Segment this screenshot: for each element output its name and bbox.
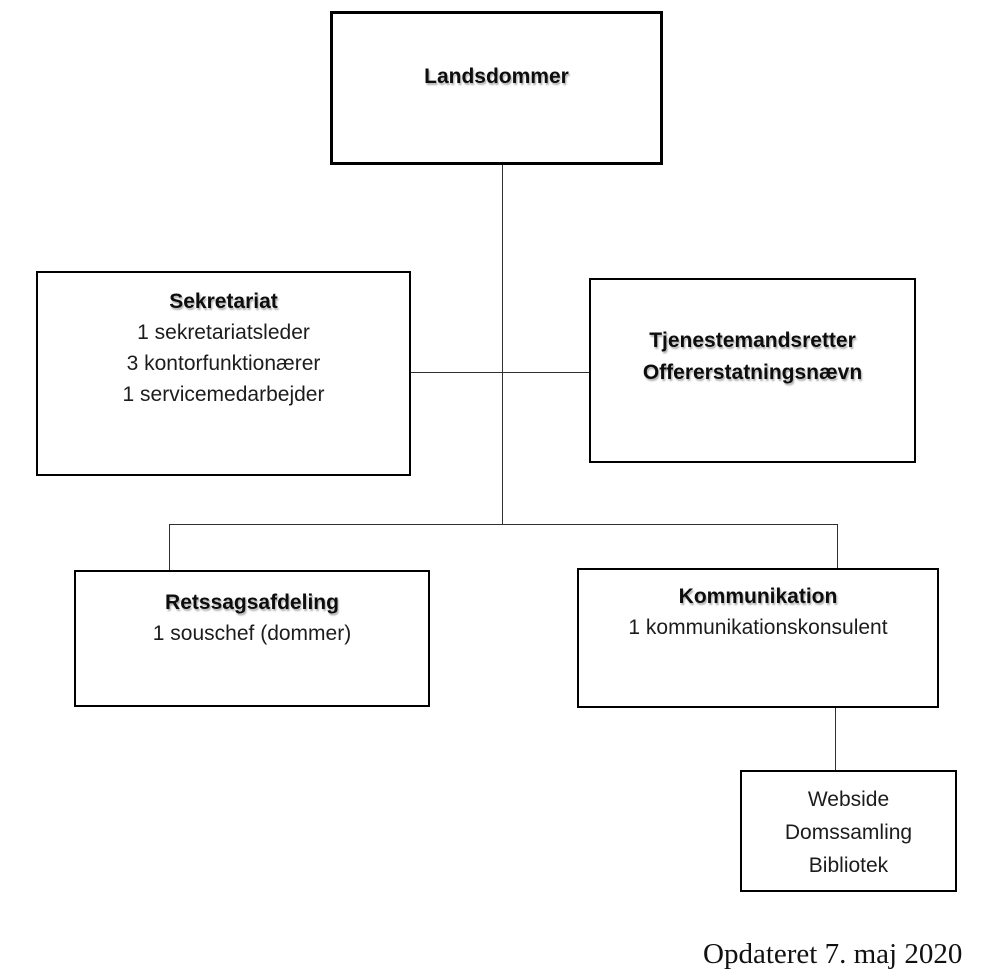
connector-landsdommer-down bbox=[502, 165, 503, 524]
connector-lower-horizontal bbox=[169, 524, 837, 525]
node-staff-line: Webside bbox=[807, 788, 890, 811]
node-staff-line: 1 servicemedarbejder bbox=[122, 383, 325, 406]
node-staff-line: 1 kommunikationskonsulent bbox=[628, 616, 888, 639]
node-staff-line: 3 kontorfunktionærer bbox=[126, 352, 321, 375]
node-title: Sekretariat bbox=[169, 290, 278, 313]
node-title: Offererstatningsnævn bbox=[642, 361, 863, 384]
connector-webside-drop bbox=[835, 708, 836, 770]
node-sekretariat: Sekretariat 1 sekretariatsleder 3 kontor… bbox=[36, 271, 411, 476]
node-webside-domssamling-bibliotek: Webside Domssamling Bibliotek bbox=[740, 770, 957, 892]
node-title: Landsdommer bbox=[424, 65, 569, 88]
connector-kommunikation-drop bbox=[837, 524, 838, 568]
node-staff-line: Bibliotek bbox=[808, 854, 889, 877]
node-title: Tjenestemandsretter bbox=[649, 329, 856, 352]
node-landsdommer: Landsdommer bbox=[330, 11, 663, 165]
node-title: Kommunikation bbox=[678, 585, 838, 608]
node-kommunikation: Kommunikation 1 kommunikationskonsulent bbox=[577, 568, 939, 708]
node-staff-line: 1 souschef (dommer) bbox=[152, 622, 352, 645]
connector-retssagsafdeling-drop bbox=[169, 524, 170, 570]
node-title: Retssagsafdeling bbox=[165, 591, 339, 614]
node-tjenestemandsretter: Tjenestemandsretter Offererstatningsnævn bbox=[589, 278, 916, 463]
connector-sekretariat-tjenestemandsretter bbox=[411, 372, 589, 373]
node-staff-line: Domssamling bbox=[784, 821, 913, 844]
node-staff-line: 1 sekretariatsleder bbox=[137, 321, 310, 344]
updated-date-caption: Opdateret 7. maj 2020 bbox=[703, 938, 963, 970]
node-retssagsafdeling: Retssagsafdeling 1 souschef (dommer) bbox=[74, 570, 430, 707]
